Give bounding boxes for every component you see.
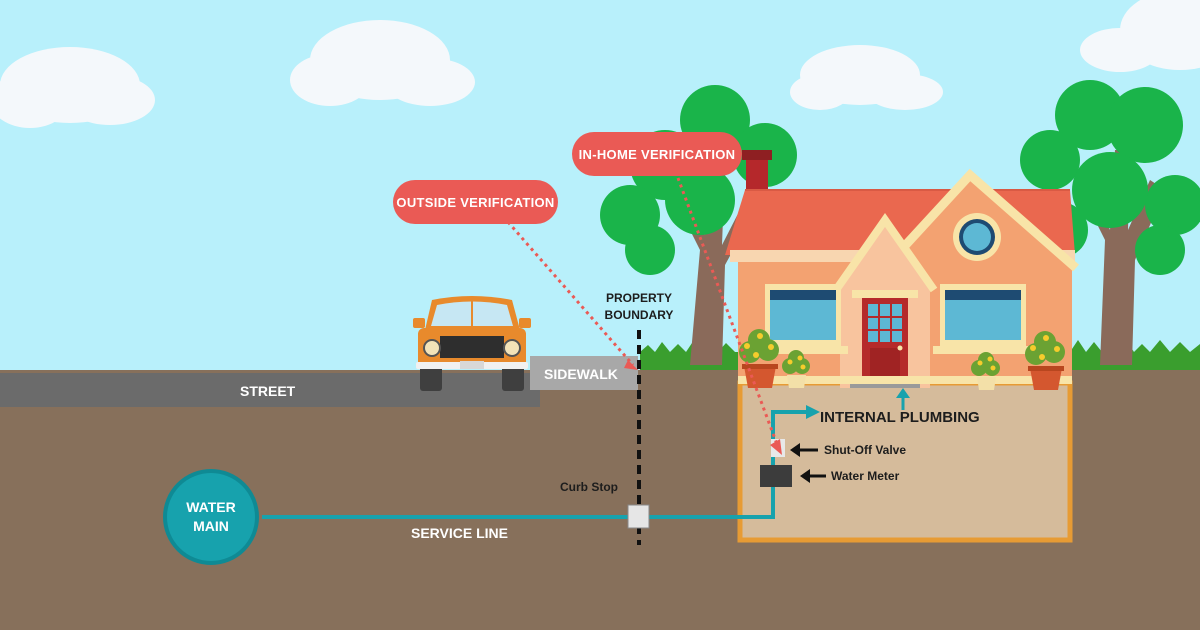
cloud-icon bbox=[1080, 0, 1200, 72]
sidewalk bbox=[530, 356, 638, 390]
water-meter bbox=[760, 465, 792, 487]
street bbox=[0, 373, 540, 407]
water-meter-label: Water Meter bbox=[831, 469, 900, 483]
left-arrow-icon bbox=[800, 469, 826, 483]
flower-pot-icon bbox=[739, 329, 779, 388]
outside-verification-label: OUTSIDE VERIFICATION bbox=[396, 194, 555, 210]
flower-pot-icon bbox=[1025, 331, 1065, 390]
tree-icon bbox=[1020, 80, 1200, 365]
water-main-label: WATER MAIN bbox=[165, 498, 257, 536]
basement bbox=[737, 380, 1073, 543]
house bbox=[725, 150, 1079, 388]
property-boundary-label: PROPERTY BOUNDARY bbox=[596, 290, 682, 324]
car-icon bbox=[413, 296, 531, 391]
cloud-icon bbox=[790, 45, 943, 110]
cloud-icon bbox=[290, 20, 475, 106]
flower-pot-icon bbox=[782, 350, 810, 388]
in-home-verification-label: IN-HOME VERIFICATION bbox=[578, 146, 736, 162]
shut-off-valve-label: Shut-Off Valve bbox=[824, 443, 907, 457]
cloud-icon bbox=[0, 47, 155, 128]
curb-stop-label: Curb Stop bbox=[560, 480, 618, 494]
curb-stop-box bbox=[627, 504, 650, 529]
flower-pot-icon bbox=[971, 352, 1000, 390]
outside-verification-callout: OUTSIDE VERIFICATION bbox=[393, 180, 558, 224]
water-main-circle bbox=[163, 469, 259, 565]
water-main-line2: MAIN bbox=[193, 518, 229, 534]
left-arrow-icon bbox=[790, 443, 818, 457]
service-line-pipe bbox=[262, 410, 810, 519]
property-boundary-line2: BOUNDARY bbox=[604, 308, 674, 322]
in-home-verification-pointer bbox=[676, 177, 780, 448]
pipe-arrow-icon bbox=[806, 405, 820, 419]
sidewalk-label: SIDEWALK bbox=[544, 366, 618, 382]
service-line-label: SERVICE LINE bbox=[411, 525, 508, 541]
water-main-line1: WATER bbox=[186, 499, 236, 515]
property-boundary-line1: PROPERTY bbox=[605, 291, 672, 305]
internal-plumbing-label: INTERNAL PLUMBING bbox=[820, 409, 980, 426]
up-arrow-icon bbox=[896, 388, 910, 398]
in-home-verification-callout: IN-HOME VERIFICATION bbox=[572, 132, 742, 176]
street-label: STREET bbox=[240, 383, 296, 399]
